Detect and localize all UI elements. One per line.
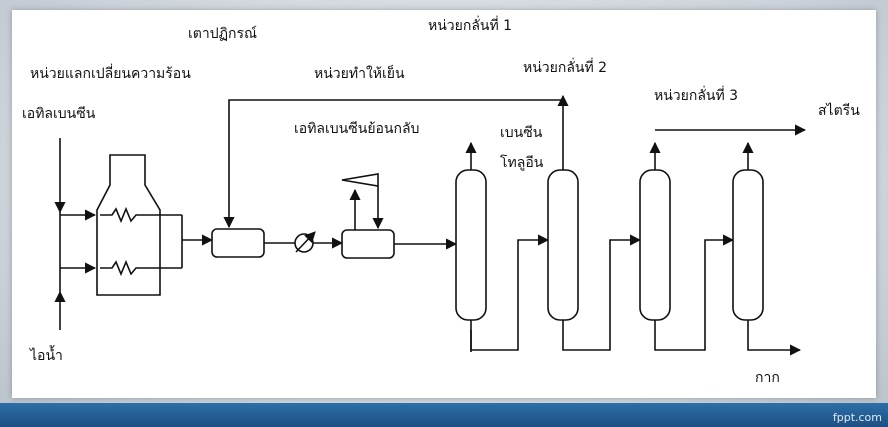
footer-credit: fppt.com <box>832 411 882 424</box>
column3-bottom-line <box>654 234 735 351</box>
column4-bottom-line <box>747 320 802 356</box>
separator-box <box>211 228 265 258</box>
label-reactor: เตาปฏิกรณ์ <box>188 25 257 42</box>
label-toluene: โทลูอีน <box>500 154 544 171</box>
heat-exchanger-coil-2 <box>100 259 182 277</box>
label-benzene: เบนซีน <box>500 125 543 141</box>
label-ethylbenzene-recycle: เอทิลเบนซีนย้อนกลับ <box>294 121 419 137</box>
distillation-column-4 <box>732 169 764 321</box>
distillation-column-1 <box>455 169 487 321</box>
phase-separator-box <box>341 229 395 259</box>
heat-exchanger-coil-1 <box>100 206 182 224</box>
label-residue: กาก <box>755 370 780 386</box>
reactor-shape <box>96 154 161 296</box>
label-column-1: หน่วยกลั่นที่ 1 <box>428 16 512 34</box>
condenser-symbol <box>341 173 379 187</box>
slide-footer-bar: fppt.com <box>0 403 888 427</box>
column2-bottom-line <box>562 234 642 351</box>
label-ethylbenzene-feed: เอทิลเบนซีน <box>22 106 96 122</box>
distillation-column-2 <box>547 169 579 321</box>
label-cooler: หน่วยทำให้เย็น <box>314 64 405 82</box>
distillation-column-3 <box>639 169 671 321</box>
label-column-2: หน่วยกลั่นที่ 2 <box>523 58 607 76</box>
label-steam: ไอน้ำ <box>29 345 63 364</box>
recycle-line <box>223 99 564 229</box>
cooler-arrow <box>295 231 316 253</box>
label-styrene: สไตรีน <box>818 102 860 119</box>
label-heat-exchanger: หน่วยแลกเปลี่ยนความร้อน <box>30 64 191 82</box>
label-column-3: หน่วยกลั่นที่ 3 <box>654 86 738 104</box>
